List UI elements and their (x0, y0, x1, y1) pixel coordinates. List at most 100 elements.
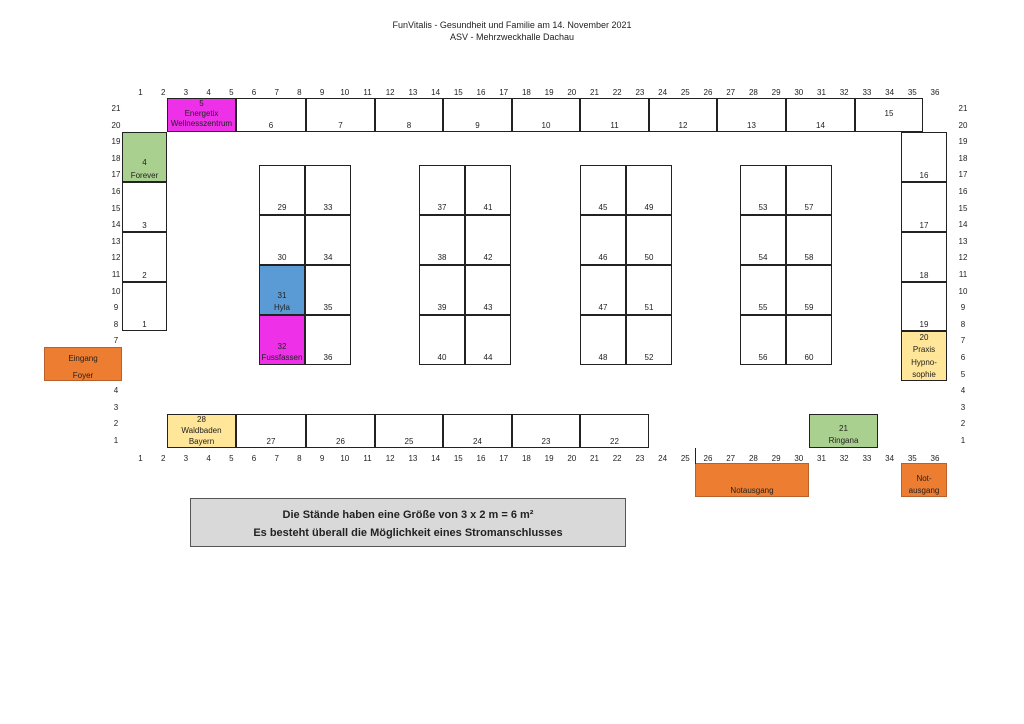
stand-number: 55 (758, 303, 768, 312)
stand-name: Hypno- (911, 358, 937, 367)
stand-number: 10 (541, 121, 551, 130)
stand-32 (259, 315, 305, 365)
stand-11 (580, 98, 649, 132)
stand-60 (786, 315, 832, 365)
column-number-top: 18 (521, 88, 531, 97)
row-number-left: 4 (113, 386, 119, 396)
page-title: FunVitalis - Gesundheit und Familie am 1… (392, 20, 632, 30)
stand-name: Energetix (184, 109, 219, 118)
emergency-exit-2 (901, 463, 947, 497)
column-number-bottom: 29 (771, 454, 781, 463)
wall-line (695, 448, 696, 464)
stand-6 (236, 98, 306, 132)
stand-name: Ringana (828, 436, 859, 445)
column-number-bottom: 12 (385, 454, 395, 463)
row-number-right: 4 (960, 386, 966, 396)
row-number-right: 7 (960, 336, 966, 346)
column-number-bottom: 31 (817, 454, 826, 463)
stand-number: 9 (475, 121, 480, 130)
column-number-bottom: 7 (274, 454, 279, 463)
column-number-top: 35 (907, 88, 917, 97)
stand-number: 40 (437, 353, 447, 362)
stand-number: 16 (919, 171, 929, 180)
column-number-top: 15 (453, 88, 463, 97)
stand-31 (259, 265, 305, 315)
stand-4 (122, 132, 167, 182)
column-number-top: 30 (794, 88, 804, 97)
stand-number: 32 (277, 342, 287, 351)
page-subtitle: ASV - Mehrzweckhalle Dachau (449, 32, 575, 42)
column-number-bottom: 6 (251, 454, 257, 463)
column-number-bottom: 3 (183, 454, 189, 463)
info-box: Die Stände haben eine Größe von 3 x 2 m … (190, 498, 626, 547)
column-number-bottom: 16 (476, 454, 486, 463)
stand-38 (419, 215, 465, 265)
row-number-left: 10 (111, 286, 121, 296)
stand-21 (809, 414, 878, 448)
column-number-top: 29 (771, 88, 781, 97)
column-number-bottom: 10 (340, 454, 350, 463)
stand-number: 43 (483, 303, 493, 312)
stand-number: 27 (266, 437, 276, 446)
emergency-exit-label: Not- (916, 474, 932, 483)
stand-name: Bayern (188, 437, 215, 446)
stand-number: 13 (747, 121, 756, 130)
stand-number: 34 (323, 253, 333, 262)
emergency-exit-label: ausgang (908, 486, 940, 495)
stand-20 (901, 331, 947, 381)
stand-number: 57 (804, 203, 814, 212)
row-number-left: 7 (113, 336, 119, 346)
stand-41 (465, 165, 511, 215)
stand-39 (419, 265, 465, 315)
stand-number: 39 (437, 303, 447, 312)
entrance-label: Eingang (68, 354, 98, 363)
column-number-bottom: 21 (590, 454, 599, 463)
stand-number: 23 (541, 437, 551, 446)
column-number-top: 28 (748, 88, 758, 97)
stand-number: 8 (406, 121, 412, 130)
row-number-right: 2 (960, 419, 966, 429)
stand-number: 18 (919, 271, 929, 280)
stand-8 (375, 98, 443, 132)
column-number-top: 11 (363, 88, 372, 97)
info-line-1: Die Stände haben eine Größe von 3 x 2 m … (282, 509, 534, 521)
row-number-right: 15 (958, 203, 968, 213)
row-number-left: 20 (111, 120, 121, 130)
stand-number: 46 (598, 253, 608, 262)
row-number-right: 8 (960, 319, 966, 329)
stand-45 (580, 165, 626, 215)
stand-number: 28 (197, 415, 206, 424)
column-number-bottom: 35 (907, 454, 917, 463)
row-number-right: 10 (958, 286, 968, 296)
stand-33 (305, 165, 351, 215)
stand-13 (717, 98, 786, 132)
column-number-top: 34 (885, 88, 895, 97)
column-number-top: 1 (138, 88, 143, 97)
stand-24 (443, 414, 512, 448)
stand-number: 25 (404, 437, 414, 446)
stand-number: 60 (804, 353, 814, 362)
stand-46 (580, 215, 626, 265)
stand-number: 14 (816, 121, 825, 130)
column-number-bottom: 17 (499, 454, 509, 463)
row-number-left: 17 (111, 170, 121, 180)
stand-49 (626, 165, 672, 215)
row-number-right: 5 (960, 369, 966, 379)
stand-number: 5 (199, 99, 204, 108)
column-number-bottom: 36 (930, 454, 940, 463)
column-number-top: 27 (726, 88, 736, 97)
stand-55 (740, 265, 786, 315)
column-number-top: 17 (499, 88, 509, 97)
column-number-top: 4 (206, 88, 211, 97)
stand-35 (305, 265, 351, 315)
stand-number: 59 (804, 303, 814, 312)
stand-51 (626, 265, 672, 315)
column-number-bottom: 24 (658, 454, 668, 463)
stand-number: 44 (483, 353, 493, 362)
stand-number: 2 (142, 271, 147, 280)
stand-48 (580, 315, 626, 365)
info-line-2: Es besteht überall die Möglichkeit eines… (253, 527, 563, 539)
column-number-bottom: 4 (206, 454, 211, 463)
stand-number: 3 (142, 221, 147, 230)
column-number-top: 21 (590, 88, 599, 97)
